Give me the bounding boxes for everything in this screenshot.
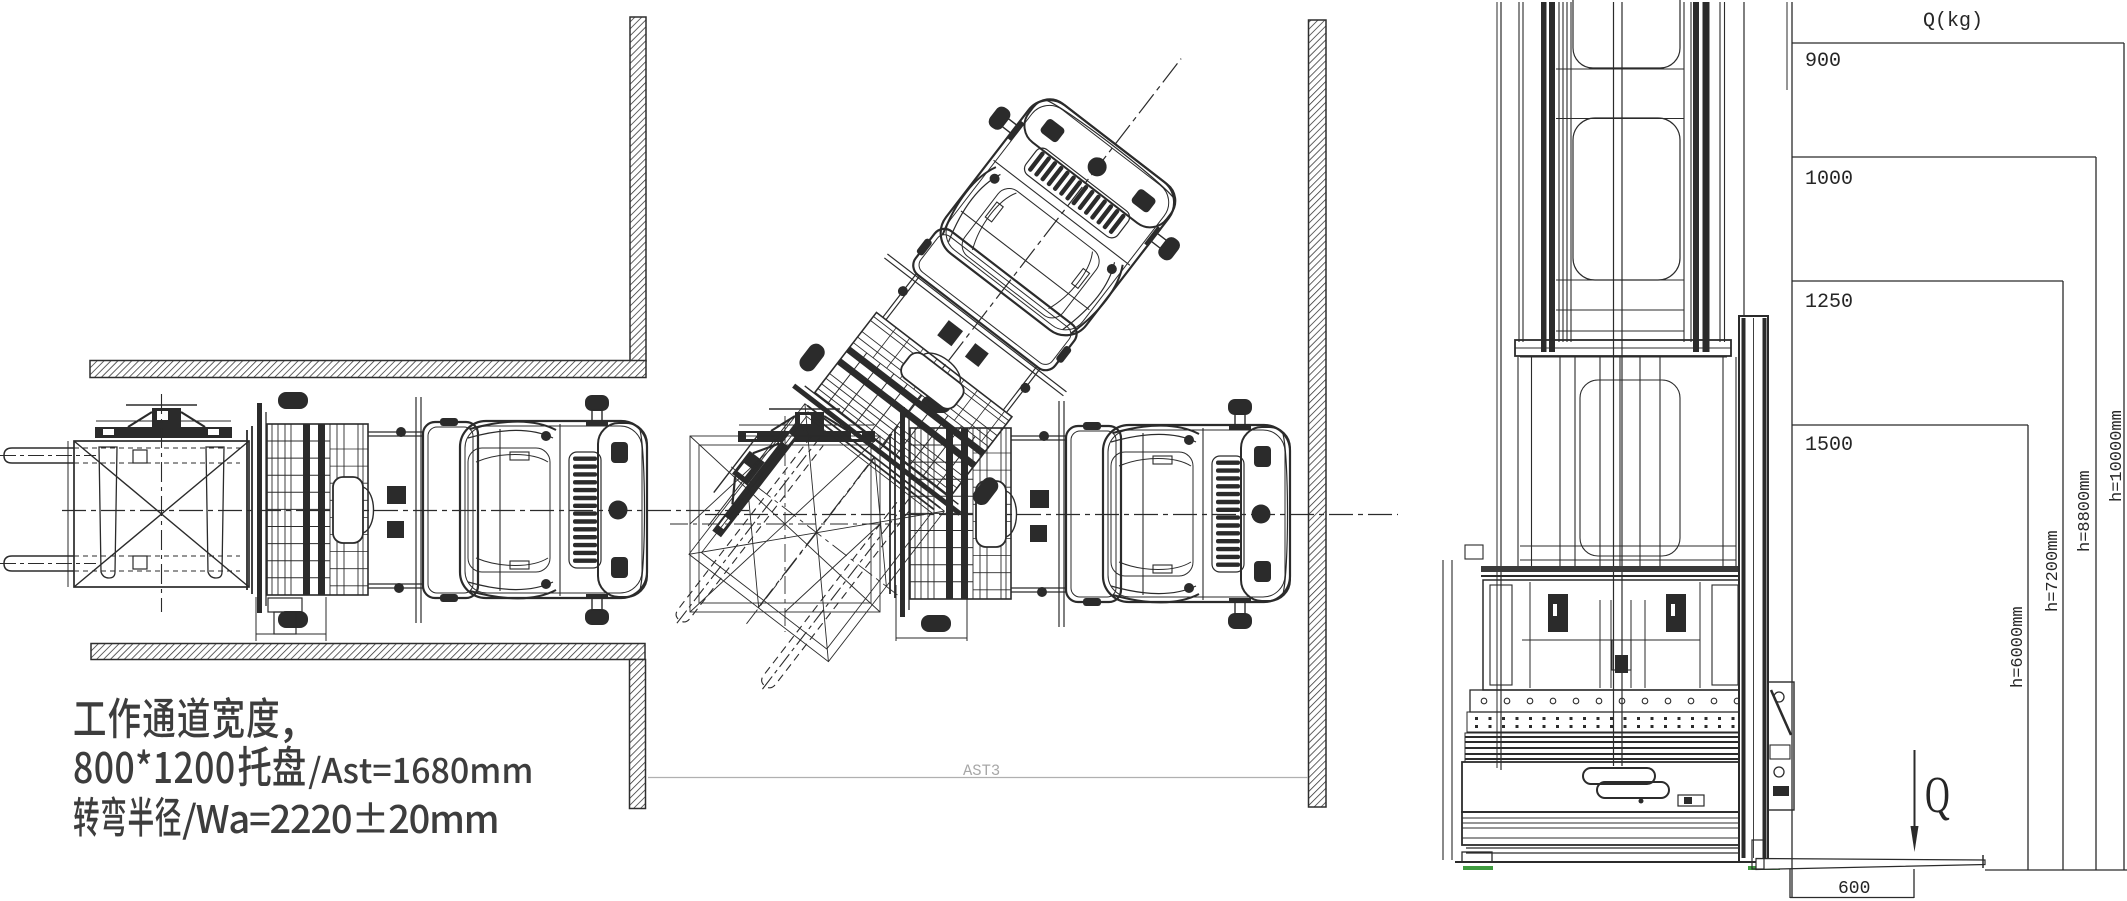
svg-text:h=7200mm: h=7200mm [2044,530,2063,612]
svg-text:1000: 1000 [1805,168,1853,191]
svg-text:1500: 1500 [1805,434,1853,457]
svg-text:h=8800mm: h=8800mm [2076,470,2095,552]
svg-text:Q: Q [1925,766,1950,824]
svg-text:Q(kg): Q(kg) [1923,10,1983,33]
svg-text:h=6000mm: h=6000mm [2009,606,2028,688]
svg-text:h=10000mm: h=10000mm [2108,410,2127,502]
svg-text:AST3: AST3 [963,762,1000,780]
svg-text:900: 900 [1805,50,1841,73]
svg-text:600: 600 [1838,879,1870,899]
svg-text:1250: 1250 [1805,291,1853,314]
